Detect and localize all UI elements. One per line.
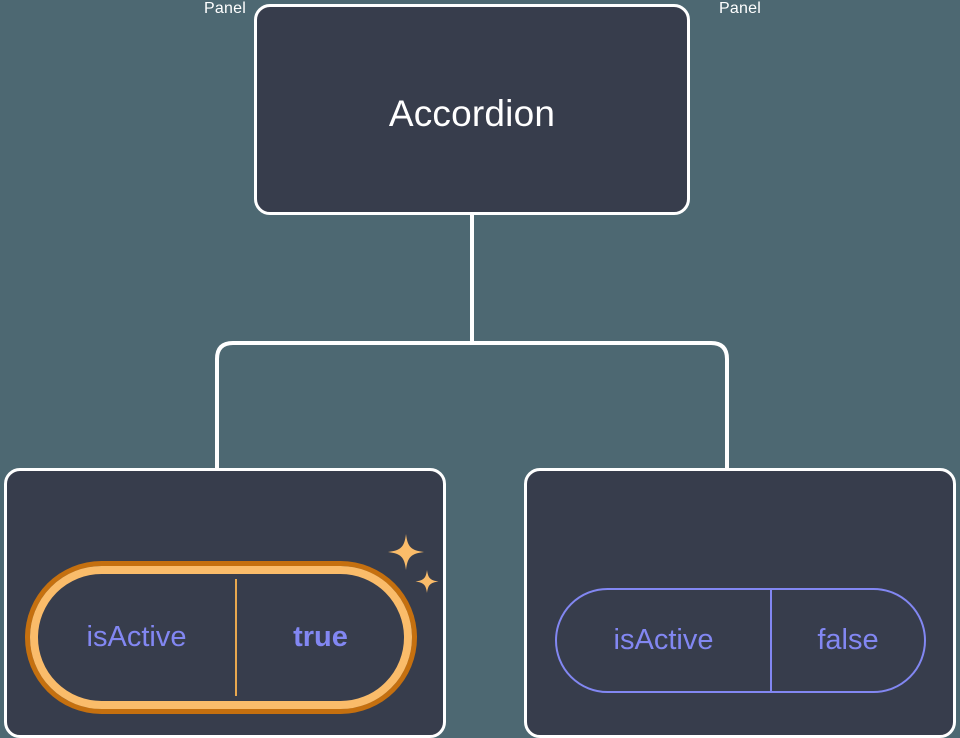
prop-pill-isactive-true[interactable]: isActive true (30, 566, 412, 709)
prop-pill-divider (235, 579, 237, 696)
prop-key-label: isActive (86, 621, 187, 653)
node-panel-right-label: Panel (719, 0, 761, 17)
prop-pill-divider (770, 590, 772, 691)
prop-value-label: false (817, 624, 879, 656)
node-accordion-label: Accordion (388, 93, 556, 134)
prop-key-label: isActive (613, 624, 714, 656)
node-panel-left-label: Panel (204, 0, 246, 17)
prop-value-label: true (293, 621, 348, 653)
connector-branch-bus (215, 341, 729, 470)
prop-pill-isactive-false[interactable]: isActive false (555, 588, 926, 693)
node-accordion[interactable]: Accordion (254, 4, 690, 215)
